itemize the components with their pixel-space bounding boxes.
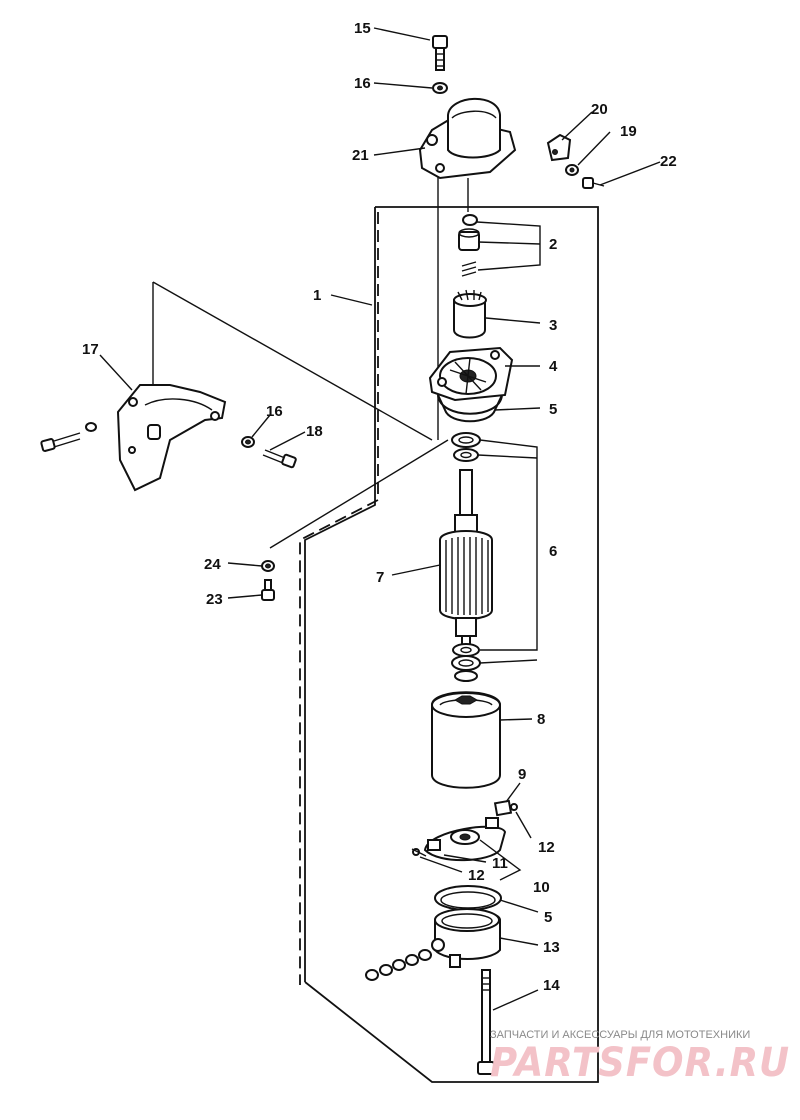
callout-6: 6 bbox=[549, 543, 557, 560]
callout-16-top: 16 bbox=[354, 75, 371, 92]
part-17-mounting-bracket bbox=[116, 384, 227, 492]
part-12-brush-spring bbox=[411, 848, 427, 857]
callout-5-upper: 5 bbox=[549, 401, 557, 418]
part-10-brush-plate bbox=[423, 817, 507, 862]
callout-4: 4 bbox=[549, 358, 558, 375]
callout-8: 8 bbox=[537, 711, 545, 728]
part-4-drive-end-frame bbox=[428, 346, 514, 402]
bracket-bolt bbox=[40, 432, 81, 452]
watermark: ЗАПЧАСТИ И АКСЕССУАРЫ ДЛЯ МОТОТЕХНИКИ PA… bbox=[490, 1029, 790, 1086]
part-5-seal-ring-lower bbox=[434, 885, 502, 911]
callout-22: 22 bbox=[660, 153, 677, 170]
part-20-terminal-bracket bbox=[546, 133, 572, 162]
part-18-bolt bbox=[262, 449, 297, 469]
callout-9: 9 bbox=[518, 766, 526, 783]
part-16-washer bbox=[241, 436, 255, 448]
part-15-bolt bbox=[432, 35, 448, 71]
callout-12-right: 12 bbox=[538, 839, 555, 856]
part-14-through-bolt bbox=[477, 969, 495, 1075]
callout-1: 1 bbox=[313, 287, 321, 304]
part-23-bolt bbox=[261, 579, 275, 601]
part-6-washers-lower bbox=[451, 643, 481, 682]
callout-15: 15 bbox=[354, 20, 371, 37]
callout-19: 19 bbox=[620, 123, 637, 140]
part-8-field-frame bbox=[431, 691, 501, 789]
callout-18: 18 bbox=[306, 423, 323, 440]
callout-2: 2 bbox=[549, 236, 557, 253]
callout-23: 23 bbox=[206, 591, 223, 608]
part-24-washer bbox=[261, 560, 275, 572]
callout-16: 16 bbox=[266, 403, 283, 420]
callout-20: 20 bbox=[591, 101, 608, 118]
part-22-screw bbox=[582, 177, 605, 189]
assembly-boundary bbox=[299, 206, 599, 1083]
callout-7: 7 bbox=[376, 569, 384, 586]
through-bolt-washers bbox=[365, 949, 432, 981]
callout-11: 11 bbox=[492, 855, 508, 872]
part-13-commutator-end-frame bbox=[431, 908, 501, 968]
callout-17: 17 bbox=[82, 341, 99, 358]
part-2-spacer-spring bbox=[458, 214, 480, 277]
watermark-caption: ЗАПЧАСТИ И АКСЕССУАРЫ ДЛЯ МОТОТЕХНИКИ bbox=[490, 1029, 750, 1041]
part-9-brush bbox=[493, 799, 518, 817]
callout-5-lower: 5 bbox=[544, 909, 552, 926]
callout-21: 21 bbox=[352, 147, 369, 164]
callout-24: 24 bbox=[204, 556, 221, 573]
part-3-drive-pinion bbox=[453, 289, 487, 339]
watermark-logo: PARTSFOR.RU bbox=[490, 1040, 790, 1086]
part-19-washer bbox=[565, 164, 579, 176]
part-16-washer-top bbox=[432, 82, 448, 94]
callout-labels: 15 16 21 20 19 22 2 1 3 17 4 5 16 18 6 2… bbox=[82, 20, 677, 994]
callout-13: 13 bbox=[543, 939, 560, 956]
callout-14: 14 bbox=[543, 977, 560, 994]
mounting-lines bbox=[152, 160, 469, 549]
callout-3: 3 bbox=[549, 317, 557, 334]
bracket-washer bbox=[85, 422, 97, 432]
part-5-seal-ring-upper bbox=[437, 394, 503, 423]
leader-lines bbox=[99, 27, 661, 1011]
part-21-drive-housing bbox=[418, 97, 517, 180]
part-6-washers-upper bbox=[451, 432, 481, 462]
part-7-armature bbox=[439, 469, 493, 647]
callout-10: 10 bbox=[533, 879, 550, 896]
callout-12-left: 12 bbox=[468, 867, 485, 884]
